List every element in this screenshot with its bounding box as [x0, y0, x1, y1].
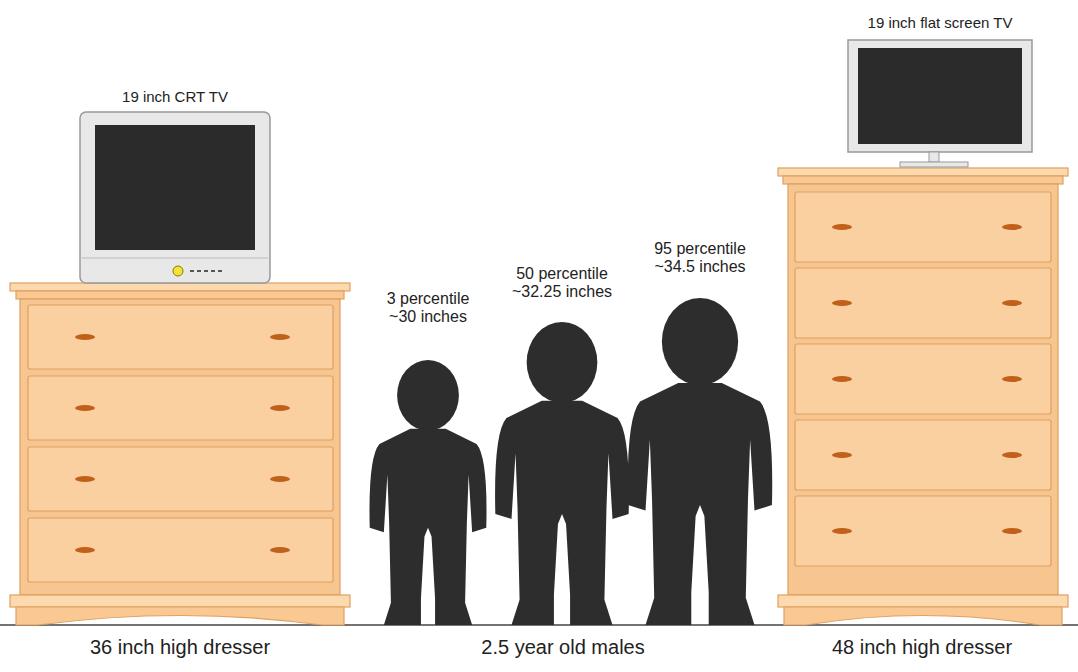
- caption-label: 36 inch high dresser: [90, 636, 270, 659]
- flat-tv: [848, 40, 1032, 167]
- crt-tv: [80, 112, 270, 283]
- caption-label: 48 inch high dresser: [832, 636, 1012, 659]
- dresser-48: [778, 168, 1068, 625]
- height-label: 95 percentile ~34.5 inches: [644, 240, 756, 277]
- height-label: 3 percentile ~30 inches: [372, 290, 484, 327]
- child-silhouettes: [369, 298, 772, 625]
- tv-label: 19 inch CRT TV: [122, 88, 228, 105]
- drawer-handles: [75, 334, 290, 553]
- caption-label: 2.5 year old males: [481, 636, 644, 659]
- dresser-36: [10, 283, 350, 625]
- height-label: 50 percentile ~32.25 inches: [506, 265, 618, 302]
- drawer-handles: [832, 224, 1022, 534]
- tv-label: 19 inch flat screen TV: [868, 14, 1013, 31]
